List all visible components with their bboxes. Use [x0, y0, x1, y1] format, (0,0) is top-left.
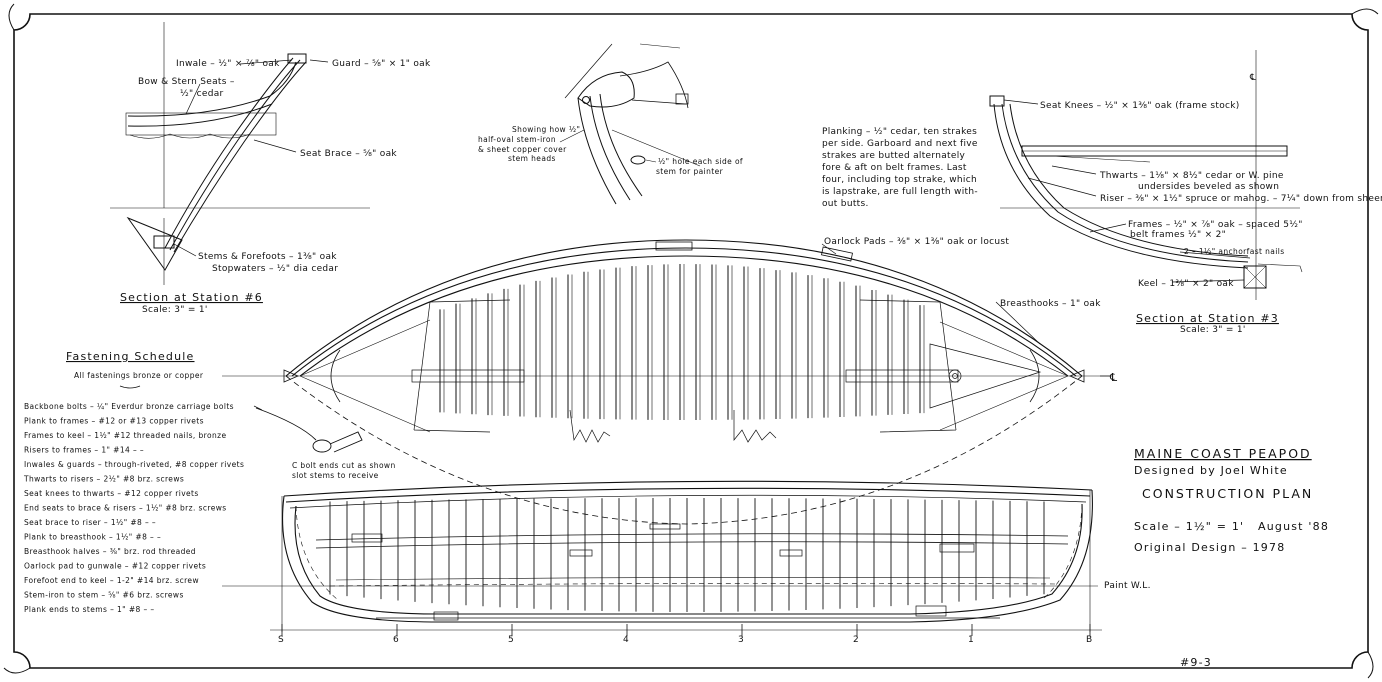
schedule-subtitle: All fastenings bronze or copper — [74, 371, 204, 380]
planking-line2: per side. Garboard and next five — [822, 139, 978, 149]
stems-label-line1: Stems & Forefoots – 1⅜" oak — [198, 252, 337, 262]
guard-label: Guard – ⅝" × 1" oak — [332, 59, 431, 69]
riser-label: Riser – ⅜" × 1½" spruce or mahog. – 7¼" … — [1100, 194, 1382, 204]
schedule-item: Plank ends to stems – 1" #8 – – — [24, 605, 155, 614]
section-3-scale: Scale: 3" = 1' — [1180, 325, 1246, 335]
inwale-label: Inwale – ½" × ⅞" oak — [176, 59, 280, 69]
stem-head-detail-drawing — [559, 43, 701, 205]
section-3-centerline-mark: ℄ — [1249, 73, 1256, 83]
section-station-3-leaders — [1003, 99, 1251, 283]
bolt-detail-drawing — [255, 407, 363, 453]
boat-name: MAINE COAST PEAPOD — [1134, 446, 1312, 461]
schedule-item: Oarlock pad to gunwale – #12 copper rive… — [24, 562, 206, 571]
schedule-item: Seat brace to riser – 1½" #8 – – — [24, 518, 156, 527]
designer-line: Designed by Joel White — [1134, 464, 1288, 477]
section-station-3-drawing — [989, 50, 1303, 300]
bolt-note-line2: slot stems to receive — [292, 471, 379, 480]
profile-view-frames — [329, 498, 1045, 612]
station-label: 4 — [623, 635, 629, 645]
sheet-number: #9-3 — [1180, 656, 1212, 669]
thwarts-label-line1: Thwarts – 1⅛" × 8½" cedar or W. pine — [1099, 171, 1284, 181]
station-marks: S 6 5 4 3 2 1 B — [270, 624, 1102, 645]
hole-note-line2: stem for painter — [656, 167, 724, 176]
section-6-scale: Scale: 3" = 1' — [142, 305, 208, 315]
section-station-6-leaders — [173, 59, 329, 257]
seats-label-line2: ½" cedar — [180, 89, 224, 99]
station-label: 6 — [393, 635, 399, 645]
plan-type: CONSTRUCTION PLAN — [1142, 486, 1313, 501]
plan-view-leaders — [821, 243, 1110, 377]
station-label: 5 — [508, 635, 514, 645]
plan-view-outline — [222, 239, 1112, 525]
breasthooks-label: Breasthooks – 1" oak — [1000, 299, 1101, 309]
schedule-item: Frames to keel – 1½" #12 threaded nails,… — [24, 431, 226, 440]
section-6-title: Section at Station #6 — [120, 291, 263, 304]
frames-label-line1: Frames – ½" × ⅞" oak – spaced 5½" — [1128, 220, 1303, 230]
stem-note-line2: half-oval stem-iron — [478, 135, 556, 144]
station-label: S — [278, 635, 284, 645]
stem-note-line3: & sheet copper cover — [478, 145, 567, 154]
schedule-item: Seat knees to thwarts – #12 copper rivet… — [24, 489, 199, 498]
seats-label-line1: Bow & Stern Seats – — [138, 77, 235, 87]
nails-label: 2 – 1½" anchorfast nails — [1184, 247, 1285, 256]
schedule-item: End seats to brace & risers – 1½" #8 brz… — [24, 504, 227, 513]
original-design-line: Original Design – 1978 — [1134, 541, 1285, 554]
planking-line7: out butts. — [822, 199, 869, 209]
schedule-item: Stem-iron to stem – ⅝" #6 brz. screws — [24, 591, 184, 600]
schedule-item: Risers to frames – 1" #14 – – — [24, 446, 144, 455]
schedule-item: Inwales & guards – through-riveted, #8 c… — [24, 460, 244, 469]
plan-centerline-mark: ℄ — [1109, 371, 1118, 384]
schedule-item: Plank to frames – #12 or #13 copper rive… — [24, 417, 204, 426]
schedule-item: Breasthook halves – ⅜" brz. rod threaded — [24, 547, 196, 556]
section-3-title: Section at Station #3 — [1136, 312, 1279, 325]
schedule-title: Fastening Schedule — [66, 350, 195, 363]
stem-note-line1: Showing how ½" — [512, 125, 580, 134]
sheet-border — [3, 3, 1379, 679]
schedule-item: Backbone bolts – ¼" Everdur bronze carri… — [24, 402, 234, 411]
plan-view-frames — [439, 264, 925, 420]
planking-line6: is lapstrake, are full length with- — [822, 187, 978, 197]
stem-note-line4: stem heads — [508, 154, 556, 163]
frames-label-line2: belt frames ½" × 2" — [1130, 230, 1226, 240]
section-station-6-drawing — [110, 22, 370, 285]
paint-waterline-label: Paint W.L. — [1104, 581, 1151, 591]
planking-line4: fore & aft on belt frames. Last — [822, 163, 967, 173]
planking-line3: strakes are butted alternately — [822, 151, 966, 161]
station-label: 2 — [853, 635, 859, 645]
schedule-item: Plank to breasthook – 1½" #8 – – — [24, 533, 161, 542]
station-label: 3 — [738, 635, 744, 645]
bolt-note-line1: C bolt ends cut as shown — [292, 461, 396, 470]
seat-brace-label: Seat Brace – ⅝" oak — [300, 149, 397, 159]
hole-note-line1: ½" hole each side of — [658, 157, 743, 166]
station-label: 1 — [968, 635, 974, 645]
date-line: August '88 — [1258, 520, 1329, 533]
oarlock-pads-label: Oarlock Pads – ⅜" × 1⅜" oak or locust — [824, 237, 1009, 247]
fastening-schedule-list: Backbone bolts – ¼" Everdur bronze carri… — [23, 402, 263, 614]
schedule-item: Forefoot end to keel – 1-2" #14 brz. scr… — [24, 576, 199, 585]
keel-label: Keel – 1⅜" × 2" oak — [1138, 279, 1234, 289]
schedule-flourish — [119, 385, 141, 389]
seat-knees-label: Seat Knees – ½" × 1⅜" oak (frame stock) — [1040, 101, 1240, 111]
scale-line: Scale – 1½" = 1' — [1134, 520, 1244, 533]
stems-label-line2: Stopwaters – ½" dia cedar — [212, 264, 338, 274]
planking-line5: four, including top strake, which — [822, 175, 977, 185]
profile-view-outline — [222, 480, 1098, 632]
schedule-item: Thwarts to risers – 2½" #8 brz. screws — [23, 475, 184, 484]
planking-line1: Planking – ½" cedar, ten strakes — [822, 127, 977, 137]
thwarts-label-line2: undersides beveled as shown — [1138, 182, 1279, 192]
station-label: B — [1086, 635, 1092, 645]
